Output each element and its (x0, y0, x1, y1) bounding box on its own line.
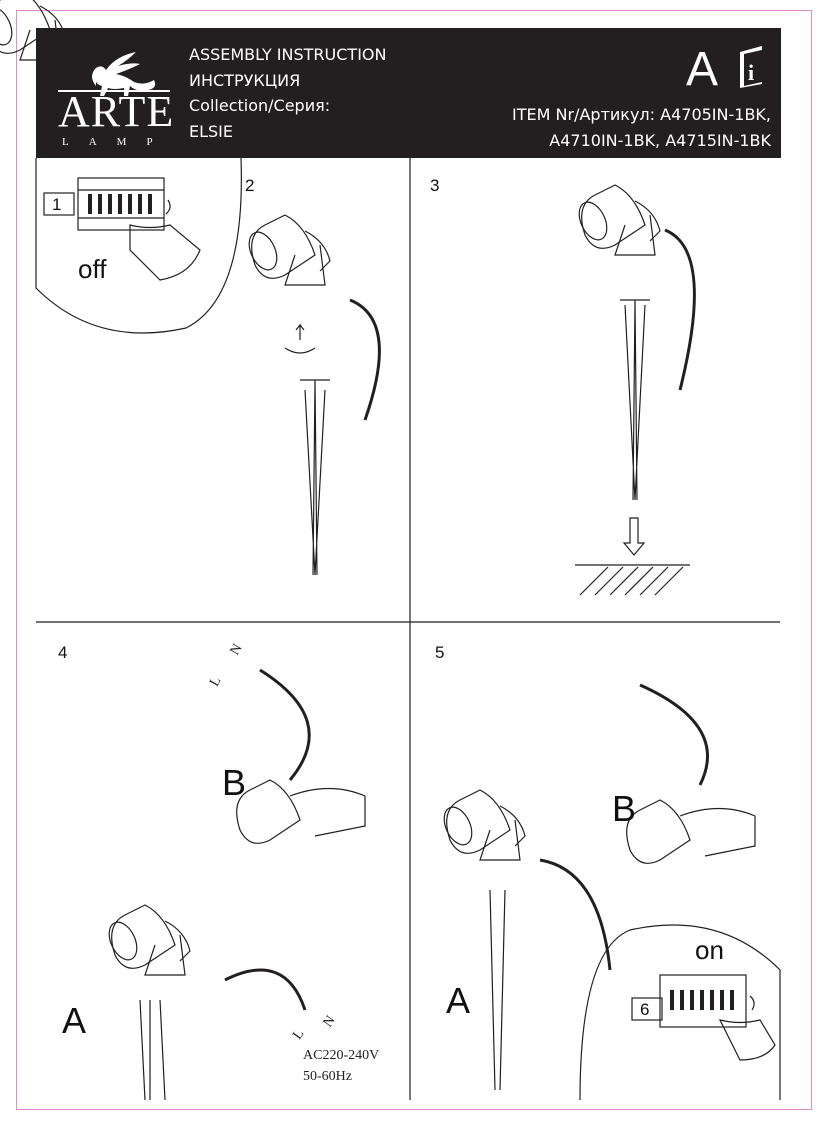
step-3-number: 3 (430, 176, 440, 195)
svg-text:i: i (748, 60, 754, 85)
step-4-number: 4 (58, 643, 68, 662)
step-2-number: 2 (245, 176, 255, 195)
voltage-label: AC220-240V (303, 1048, 380, 1063)
brand-subtitle: LAMP (62, 136, 173, 148)
item-line-2: A4710IN-1BK, A4715IN-1BK (549, 131, 771, 150)
collection-name: ELSIE (189, 121, 234, 141)
brand-name: ARTE (58, 87, 175, 136)
step-5-part-a: A (446, 980, 471, 1021)
frequency-label: 50-60Hz (303, 1069, 352, 1084)
step-5-number: 5 (435, 643, 445, 662)
step-4-part-b: B (222, 762, 247, 803)
item-line-1: ITEM Nr/Артикул: A4705IN-1BK, (512, 105, 771, 124)
breaker-panel-icon (43, 177, 201, 281)
step-1-off-label: off (78, 254, 107, 284)
header-banner: ARTE LAMP ASSEMBLY INSTRUCTION ИНСТРУКЦИ… (36, 28, 781, 158)
collection-label: Collection/Серия: (189, 96, 331, 115)
doc-letter: A (686, 43, 719, 96)
info-book-icon: i (740, 46, 762, 88)
item-numbers: ITEM Nr/Артикул: A4705IN-1BK, A4710IN-1B… (512, 102, 771, 154)
title-ru: ИНСТРУКЦИЯ (189, 70, 301, 90)
step-5-part-b: B (612, 788, 637, 829)
griffin-logo-icon (58, 52, 170, 96)
step-5-on-label: on (695, 935, 724, 965)
step-6-number: 6 (640, 1000, 650, 1019)
step1-circle (35, 157, 242, 334)
breaker-panel-on-icon (631, 974, 776, 1061)
page-border (16, 10, 812, 1110)
step5-circle (579, 924, 781, 1101)
step-4-part-a: A (62, 1000, 87, 1041)
spotlight-lamp-icon (0, 0, 66, 61)
step-1-number: 1 (52, 195, 62, 214)
title-block: ASSEMBLY INSTRUCTION ИНСТРУКЦИЯ Collecti… (189, 42, 386, 144)
title-en: ASSEMBLY INSTRUCTION (189, 45, 387, 64)
